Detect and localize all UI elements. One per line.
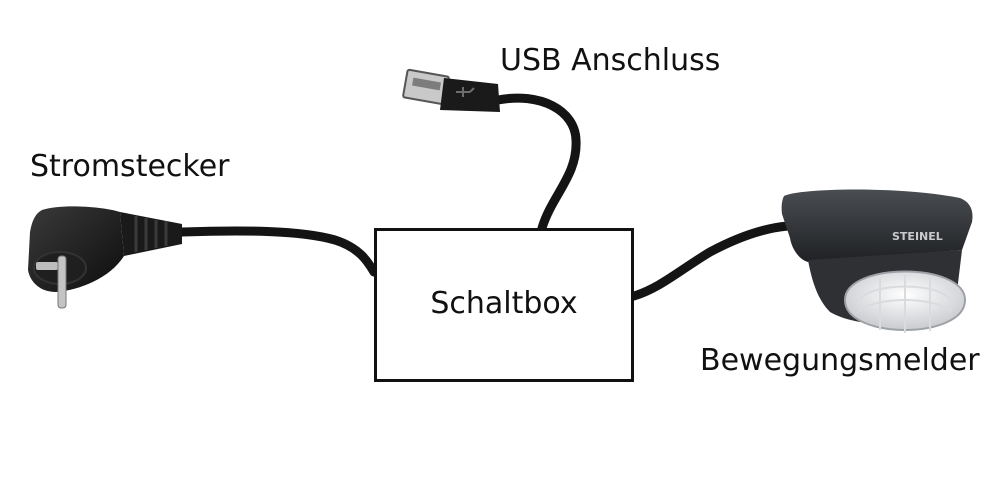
motion-sensor-icon: STEINEL [781,189,973,333]
schaltbox: Schaltbox [374,228,634,382]
cable-power [177,226,379,277]
motion-sensor-label: Bewegungsmelder [700,343,980,378]
usb-label: USB Anschluss [500,43,721,78]
cable-sensor [629,221,793,301]
power-plug-icon [28,206,182,309]
sensor-brand-logo: STEINEL [892,230,943,243]
cable-usb [493,93,581,233]
power-plug-label: Stromstecker [30,149,230,184]
schaltbox-label: Schaltbox [430,286,578,321]
usb-plug-icon [402,68,500,112]
